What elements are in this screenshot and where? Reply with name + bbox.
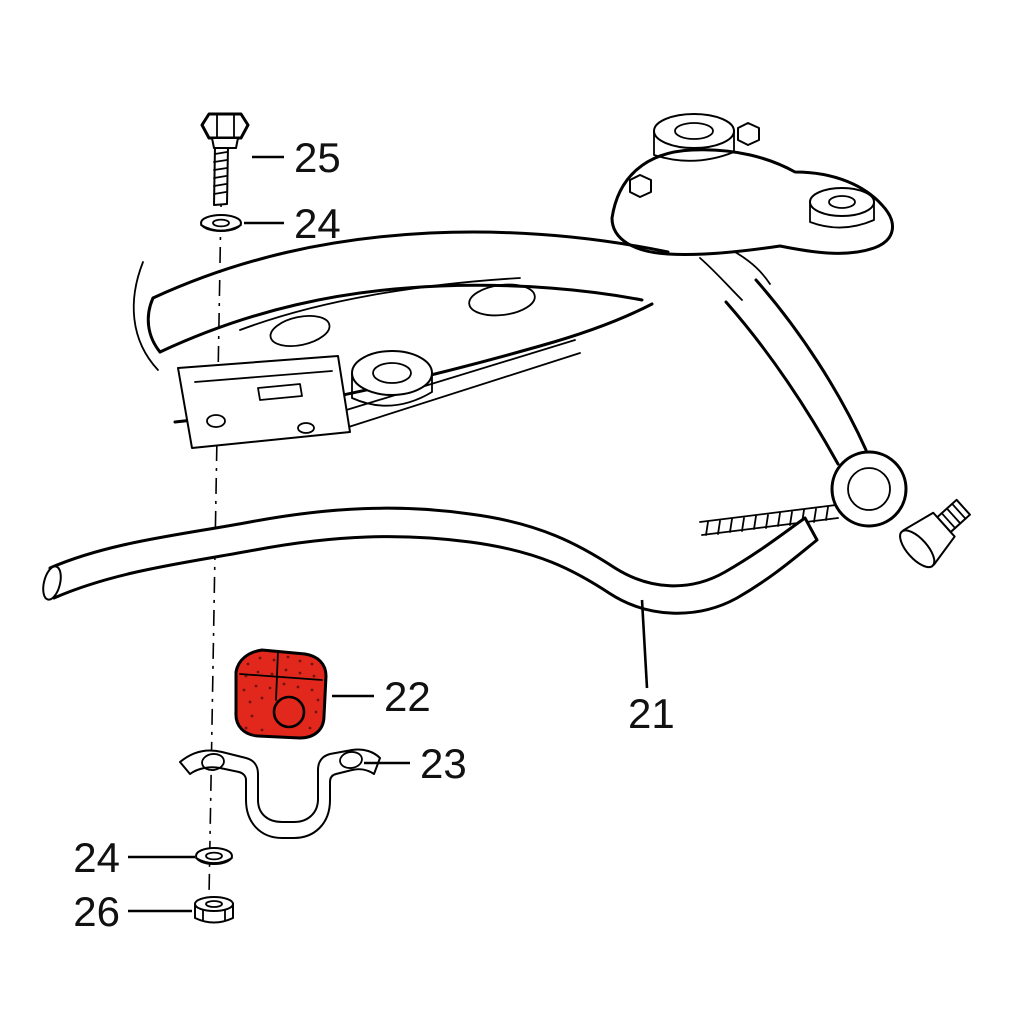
bushing-bore [272,695,306,729]
assembly-centerline [208,147,223,898]
bar-open-end [42,565,62,601]
bushing-stipple [242,655,320,732]
bracket-hole [339,751,363,769]
bracket-hole [201,753,225,771]
part-label-23: 23 [420,740,467,787]
part-label-24-top: 24 [294,200,341,247]
part-label-24-bottom: 24 [73,834,120,881]
subframe-right-mounts [610,113,894,257]
control-arm [699,278,971,569]
washer-upper [200,214,242,232]
callouts: 25 24 22 23 24 26 21 [73,134,674,935]
leader-line-21 [640,599,649,689]
hex-bolt [200,112,250,206]
bolt-head [200,112,250,140]
mount-bolt [629,174,652,198]
hex-nut [194,896,234,924]
subframe-cutout [468,283,536,317]
subframe-mount-plate [177,355,351,449]
mount-bushing [809,187,875,217]
part-label-22: 22 [384,673,431,720]
control-arm-bushing-eye [830,450,908,528]
washer-lower [195,847,233,865]
part-label-25: 25 [294,134,341,181]
stabilizer-bushing [234,648,328,740]
stabilizer-bar [42,506,819,615]
threaded-rod [699,504,839,536]
plate-bolt-hole [206,414,226,428]
engine-mount-bushing [653,113,735,149]
subframe-cutout [269,315,331,347]
mount-bolt [737,122,760,146]
ball-joint [899,498,971,569]
subframe-crossmember [132,113,894,449]
subframe-bushing-mount [351,350,433,407]
part-label-26: 26 [73,888,120,935]
part-label-21: 21 [628,690,675,737]
clamp-bracket [179,748,381,839]
